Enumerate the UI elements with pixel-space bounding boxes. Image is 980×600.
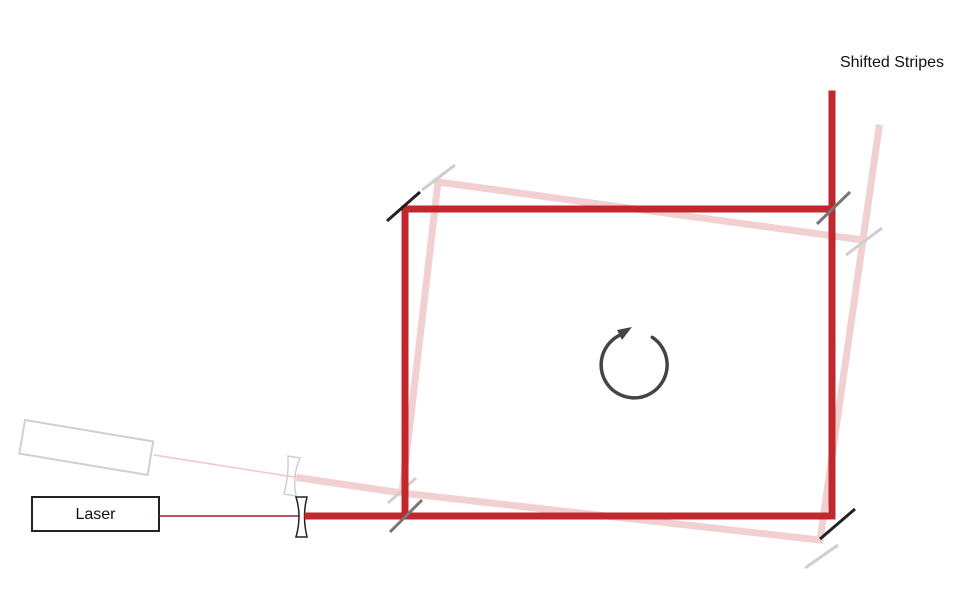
beam-loop (304, 90, 836, 520)
ghost-beam-loop (296, 124, 883, 544)
main-configuration: Laser (31, 90, 856, 541)
mirror-top-left (386, 190, 421, 223)
output-label: Shifted Stripes (840, 54, 944, 71)
ghost-mirror-top-left (421, 163, 456, 192)
beam-splitter-top-right (815, 190, 852, 226)
mirror-bottom-right (819, 507, 856, 541)
laser-box (31, 496, 160, 532)
ghost-laser-box (18, 418, 155, 477)
ghost-lens (283, 455, 302, 497)
beam-splitter-bottom-left (388, 498, 424, 534)
clockwise-rotation-arrow-icon (599, 327, 669, 400)
laser-label: Laser (75, 506, 116, 523)
diverging-lens (294, 496, 308, 538)
ghost-mirror-bottom-right (804, 543, 839, 570)
ghost-thin-beam (153, 454, 301, 479)
ghost-splitter-top-right (845, 226, 883, 257)
